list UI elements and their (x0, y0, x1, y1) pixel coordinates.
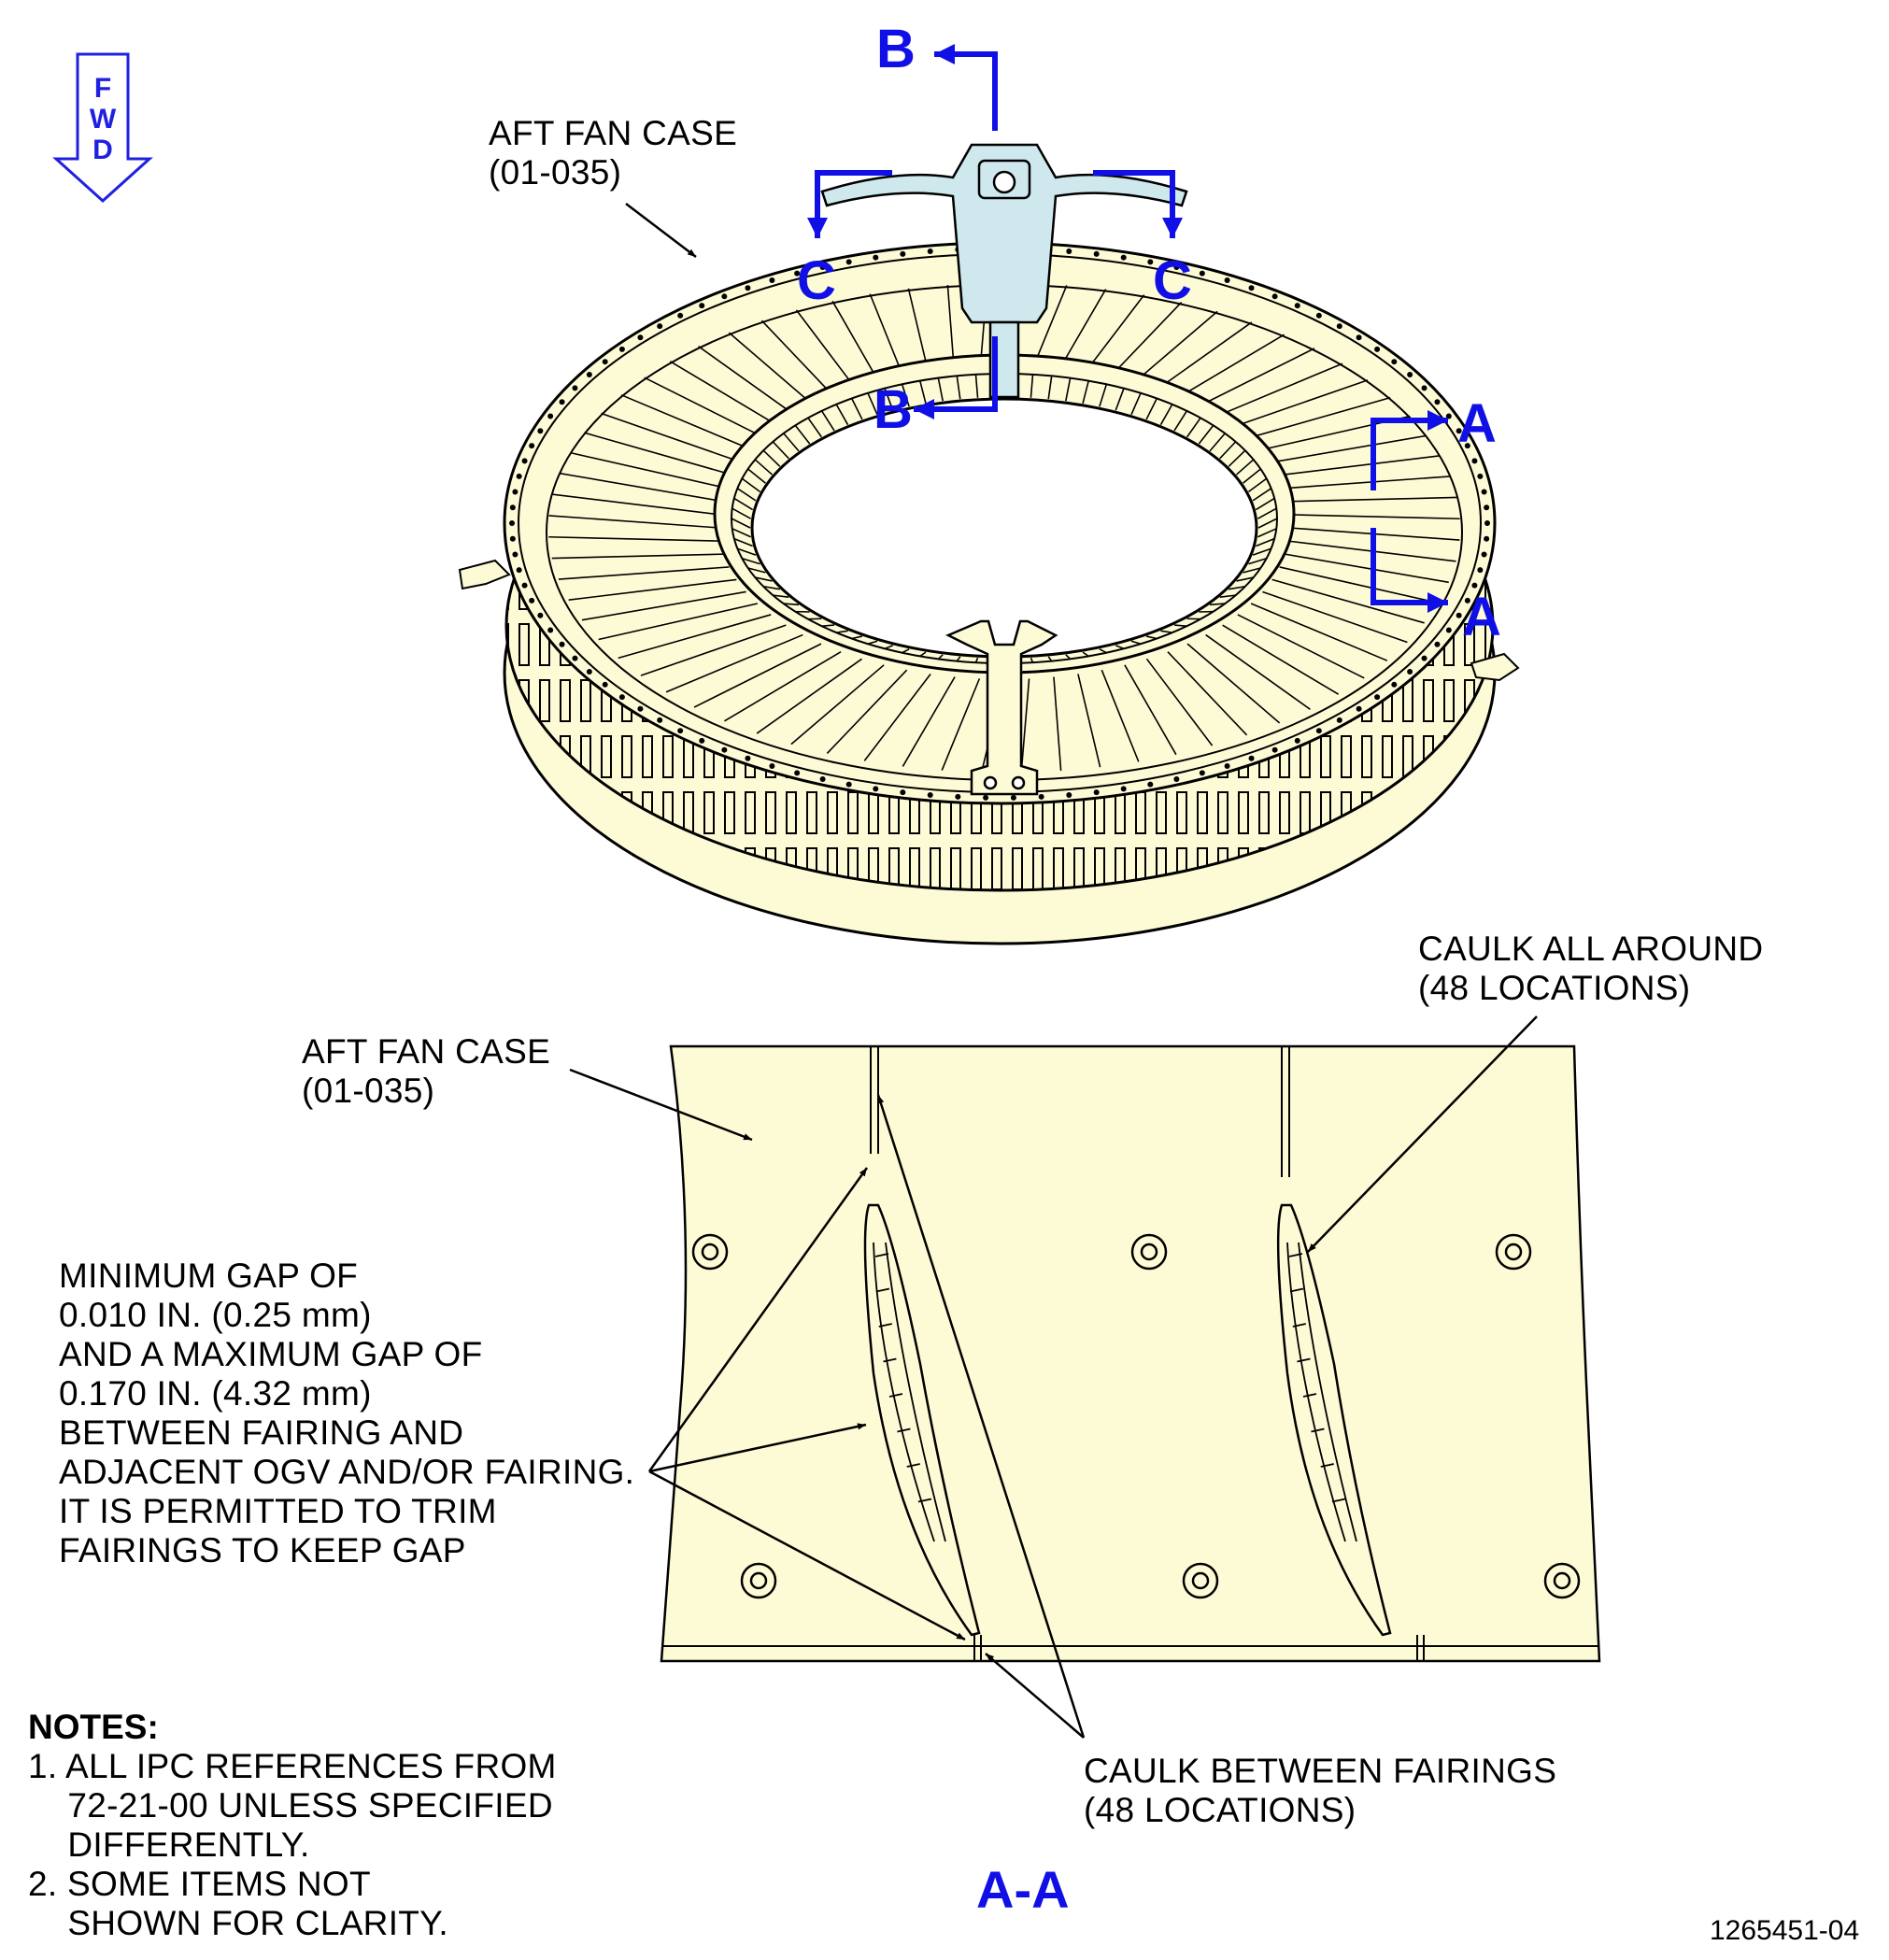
section-a-a-detail (660, 1044, 1601, 1663)
fan-case-assembly (458, 143, 1520, 945)
detail-panel (660, 1044, 1601, 1663)
left-fitting (458, 559, 511, 590)
fastener-holes (691, 1233, 1581, 1599)
view-title: A-A (976, 1860, 1070, 1919)
detail-leaders (569, 1016, 1538, 1739)
right-fitting (1470, 652, 1520, 682)
section-marker-a-bottom: A (1462, 587, 1501, 647)
label-aft-fan-case-detail: AFT FAN CASE (01-035) (302, 1032, 551, 1110)
section-marker-c-left: C (797, 250, 836, 311)
fwd-arrow-icon (52, 52, 153, 204)
section-marker-b-top: B (876, 19, 916, 79)
note-item-2: 2. SOME ITEMS NOT SHOWN FOR CLARITY. (28, 1865, 448, 1942)
seam-right (1281, 1046, 1290, 1177)
label-aft-fan-case-top: AFT FAN CASE (01-035) (489, 114, 738, 192)
vane-lines (548, 283, 1460, 773)
fwd-letter-f: F (93, 73, 112, 104)
top-mount-bracket (820, 143, 1188, 399)
bottom-mount-bracket (945, 619, 1058, 796)
section-marker-a-top: A (1457, 393, 1497, 454)
figure-number: 1265451-04 (1710, 1915, 1860, 1946)
label-caulk-between: CAULK BETWEEN FAIRINGS (48 LOCATIONS) (1084, 1752, 1557, 1829)
fairing-left (863, 1203, 982, 1661)
label-gap-note: MINIMUM GAP OF 0.010 IN. (0.25 mm) AND A… (59, 1257, 635, 1569)
label-caulk-all-around: CAULK ALL AROUND (48 LOCATIONS) (1418, 930, 1764, 1007)
section-cut-lines (807, 44, 1448, 613)
notes-title: NOTES: (28, 1708, 159, 1746)
fwd-letter-d: D (92, 135, 113, 165)
fwd-letter-w: W (89, 104, 117, 135)
section-marker-b-bottom: B (873, 379, 913, 440)
center-opening (750, 397, 1258, 659)
fairing-right (1276, 1203, 1425, 1661)
section-marker-c-right: C (1153, 250, 1192, 311)
note-item-1: 1. ALL IPC REFERENCES FROM 72-21-00 UNLE… (28, 1747, 557, 1864)
leader-aft-fan-case-top (625, 203, 697, 258)
